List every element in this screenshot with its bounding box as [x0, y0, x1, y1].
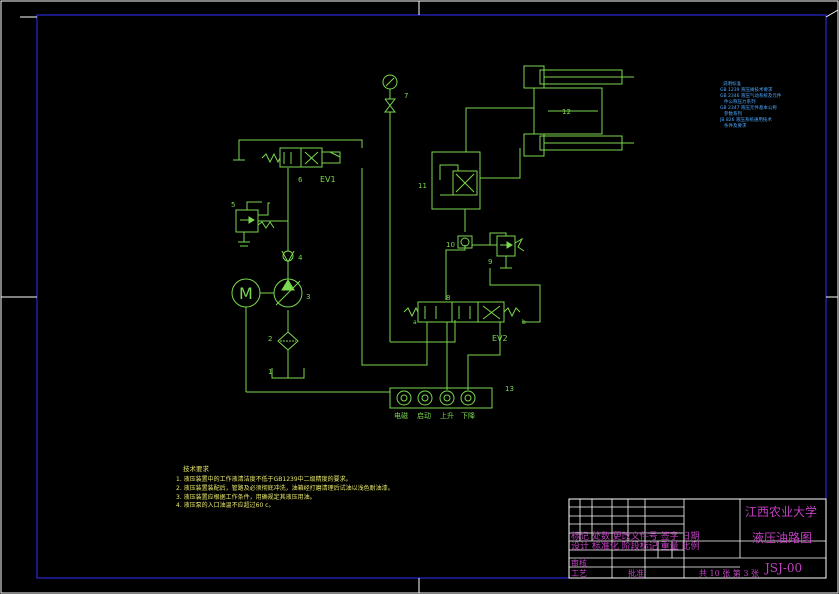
tb-sheets: 共 10 张 第 3 张 [699, 568, 759, 578]
manifold-13 [389, 387, 493, 409]
label-6: 6 [298, 176, 303, 184]
label-13: 13 [505, 385, 514, 393]
tb-drawing-no: JSJ-00 [763, 561, 802, 575]
note-7: 条件及要求 [724, 122, 747, 129]
tech-item-0: 1. 液压装置中的工作液清洁度不低于GB1239中二级精度的要求。 [176, 475, 352, 483]
relief-valve-5 [235, 201, 288, 247]
note-6: JB 826 液压系统通用技术 [719, 116, 772, 123]
label-4: 4 [298, 254, 303, 262]
valve-8-ev2 [403, 301, 521, 323]
valve-block-11 [431, 151, 481, 210]
tb-row-0: 标记 处数 更改文件号 签字 日期 [571, 530, 699, 542]
note-4: GB 2347 液压元件基本公称 [720, 104, 777, 111]
label-3: 3 [306, 293, 310, 301]
tech-item-2: 3. 液压装置应根据工作条件，用确规定其液压用油。 [176, 493, 316, 501]
motor-label: M [239, 284, 253, 303]
port-a: a [413, 319, 417, 326]
note-0: 说明标准 [723, 80, 741, 87]
gauge-7 [382, 74, 398, 342]
note-1: GB 1239 液压阀技术要求 [720, 86, 773, 93]
tb-review: 审核 [571, 558, 587, 568]
note-3: 件公称压力系列 [724, 98, 756, 105]
note-5: 参数系列 [724, 110, 742, 117]
tb-approve: 批准 [628, 568, 644, 578]
motor-pump-3 [231, 262, 303, 392]
label-2: 2 [268, 335, 272, 343]
tb-craft: 工艺 [571, 569, 587, 578]
check-valve-4 [281, 168, 295, 264]
label-7: 7 [404, 92, 408, 100]
filter-2 [277, 310, 299, 351]
label-1: 1 [268, 368, 272, 376]
manifold-label-0: 电磁 [394, 411, 408, 420]
label-9: 9 [488, 258, 492, 266]
manifold-label-2: 上升 [440, 411, 454, 420]
cylinder-12 [523, 65, 634, 157]
tech-item-1: 2. 液压装置装配后，管路及必须彻底冲洗，油箱经打磨清理后试油以浅色耐油漆。 [176, 484, 394, 492]
check-valve-10 [457, 235, 481, 249]
lines-main [246, 107, 541, 393]
valve-6-ev1 [233, 139, 363, 168]
drawing-frame [36, 14, 827, 579]
tb-drawing-name: 液压油路图 [752, 530, 812, 545]
label-ev1: EV1 [320, 175, 336, 184]
standards-notes: 说明标准 GB 1239 液压阀技术要求 GB 2346 液压气动系统及元件 件… [719, 80, 782, 129]
tech-item-3: 4. 液压泵的入口油温不应超过60 c。 [176, 501, 274, 509]
tb-row-1: 设计 标准化 阶段标记 重量 比例 [571, 540, 699, 552]
tech-title: 技术要求 [183, 464, 210, 473]
tank-1 [271, 350, 305, 379]
title-block: 江西农业大学 液压油路图 JSJ-00 标记 处数 更改文件号 签字 日期 设计… [568, 498, 827, 579]
manifold-label-1: 启动 [417, 411, 431, 420]
label-10: 10 [446, 241, 455, 249]
note-2: GB 2346 液压气动系统及元件 [720, 92, 782, 99]
manifold-label-3: 下降 [461, 411, 475, 420]
port-b: b [522, 319, 526, 326]
label-ev2: EV2 [492, 334, 508, 343]
label-12: 12 [562, 108, 571, 116]
label-11: 11 [418, 182, 427, 190]
tb-university: 江西农业大学 [745, 504, 817, 519]
label-5: 5 [231, 201, 235, 209]
relief-valve-9 [481, 232, 525, 269]
label-8: 8 [446, 294, 450, 302]
tech-requirements: 技术要求 1. 液压装置中的工作液清洁度不低于GB1239中二级精度的要求。 2… [176, 464, 394, 509]
